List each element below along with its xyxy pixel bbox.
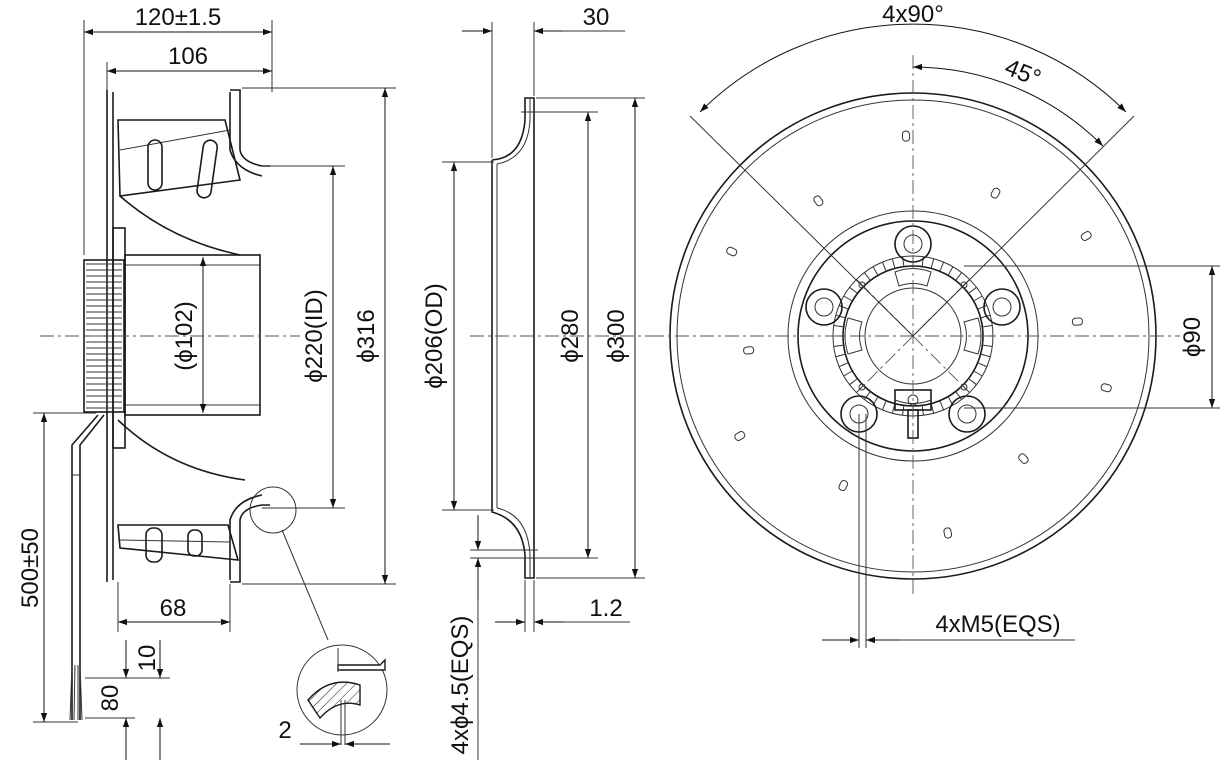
balance-clip	[943, 527, 953, 539]
sheet-thickness-label: 1.2	[589, 595, 622, 622]
rotor-tooth	[955, 391, 963, 400]
detail-thickness-label: 2	[278, 717, 291, 744]
balance-clip	[1100, 383, 1112, 393]
rotor-tooth	[982, 344, 993, 347]
lead-length-label: 80	[97, 685, 124, 712]
rotor-tooth	[947, 266, 954, 276]
balance-clip	[990, 187, 1001, 199]
outer-diameter-label: ϕ316	[353, 309, 380, 362]
rotor-tooth	[973, 370, 983, 377]
inlet-ring-view: 30 ϕ206(OD) ϕ280 ϕ300 4xϕ4.5(EQS) 1.2	[421, 4, 660, 760]
balance-clip	[838, 480, 849, 492]
rotor-tooth	[881, 261, 887, 272]
rotor-tooth	[968, 378, 977, 386]
rotor-tooth	[973, 295, 983, 302]
balance-clip	[1071, 317, 1083, 326]
rotor-tooth	[872, 266, 879, 276]
body-width-label: 106	[168, 43, 208, 70]
balance-clip	[743, 346, 755, 355]
motor-threads-label: 4xM5(EQS)	[935, 611, 1060, 638]
front-view: 4x90° 45° ϕ90 4xM5(EQS)	[650, 1, 1220, 648]
rotor-tooth	[833, 344, 844, 347]
balance-clip	[726, 246, 738, 257]
strip-length-label: 10	[134, 645, 161, 672]
rotor-tooth	[977, 362, 988, 368]
rotor-tooth	[968, 286, 977, 294]
cable-length-label: 500±50	[17, 528, 44, 608]
rotor-tooth	[863, 391, 871, 400]
rotor-tooth	[939, 261, 945, 272]
inlet-diameter-label: ϕ220(ID)	[301, 289, 328, 382]
side-view: 120±1.5 106 (ϕ102) ϕ220(ID) ϕ316 500±50 …	[17, 4, 396, 760]
rotor-tooth	[980, 353, 991, 358]
rotor-tooth	[939, 400, 945, 411]
bolt-circle-label: ϕ280	[557, 309, 584, 362]
detail-view	[296, 644, 388, 745]
rotor-tooth	[849, 378, 858, 386]
balance-clip	[813, 195, 824, 207]
balance-clip	[1080, 231, 1092, 241]
rotor-tooth	[843, 370, 853, 377]
motor-bolt-circle-label: ϕ90	[1179, 317, 1206, 357]
angle-spacing-label: 4x90°	[882, 1, 944, 28]
balance-clip	[901, 130, 911, 142]
rotor-tooth	[849, 286, 858, 294]
hub-diameter-label: (ϕ102)	[171, 301, 198, 370]
rotor-tooth	[955, 272, 963, 281]
ring-depth-label: 30	[583, 4, 610, 31]
overall-width-label: 120±1.5	[135, 4, 222, 31]
rotor-tooth	[930, 258, 935, 269]
rotor-tooth	[835, 314, 846, 319]
balance-clip	[1018, 453, 1029, 464]
rotor-tooth	[977, 304, 988, 310]
rotor-tooth	[833, 325, 844, 328]
rotor-tooth	[835, 353, 846, 358]
rotor-tooth	[838, 362, 849, 368]
flange-diameter-label: ϕ300	[603, 309, 630, 362]
balance-clip	[734, 431, 746, 441]
rotor-tooth	[881, 400, 887, 411]
rotor-tooth	[982, 325, 993, 328]
ring-outer-diameter-label: ϕ206(OD)	[421, 283, 448, 388]
rotor-tooth	[843, 295, 853, 302]
mount-holes-label: 4xϕ4.5(EQS)	[447, 616, 474, 755]
rotor-tooth	[838, 304, 849, 310]
front-depth-label: 68	[160, 595, 187, 622]
rotor-tooth	[980, 314, 991, 319]
rotor-tooth	[891, 258, 896, 269]
angle-offset-label: 45°	[1001, 54, 1045, 93]
rotor-tooth	[863, 272, 871, 281]
